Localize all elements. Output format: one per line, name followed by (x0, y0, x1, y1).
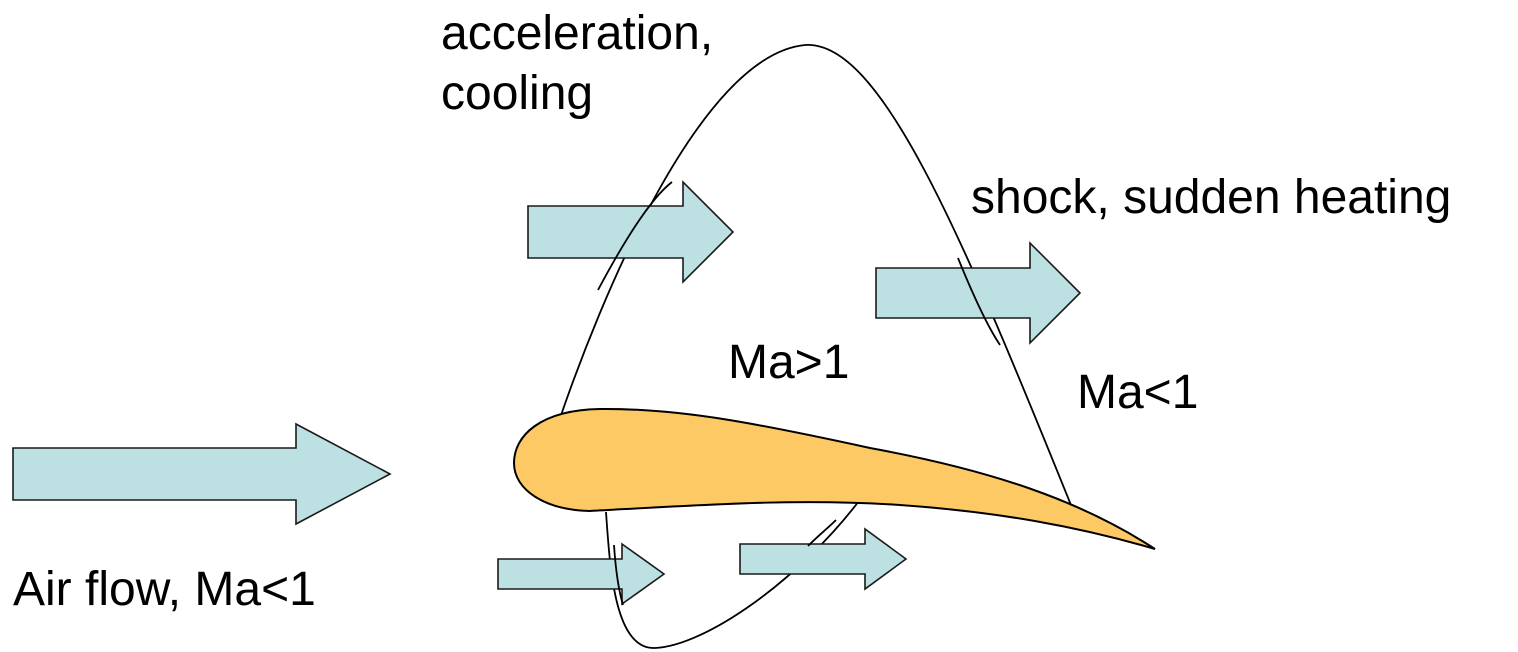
shock-label: shock, sudden heating (971, 171, 1452, 224)
lower-flow-arrow-left (497, 542, 666, 606)
airfoil (512, 407, 1156, 550)
lower-flow-arrow-right (739, 527, 908, 591)
acceleration-label: acceleration, (441, 7, 714, 60)
incoming-airflow-arrow (12, 422, 392, 526)
cooling-label: cooling (441, 67, 594, 120)
airflow-label: Air flow, Ma<1 (13, 563, 316, 616)
shock-line-overlay (957, 257, 1001, 346)
supersonic-region-boundary-overlay (597, 181, 673, 291)
shock-arrow (875, 241, 1082, 345)
lower-pocket-overlay-right (807, 519, 837, 547)
lower-pocket-overlay-left (613, 544, 624, 606)
supersonic-mach-label: Ma>1 (728, 336, 850, 389)
subsonic-after-shock-label: Ma<1 (1077, 366, 1199, 419)
